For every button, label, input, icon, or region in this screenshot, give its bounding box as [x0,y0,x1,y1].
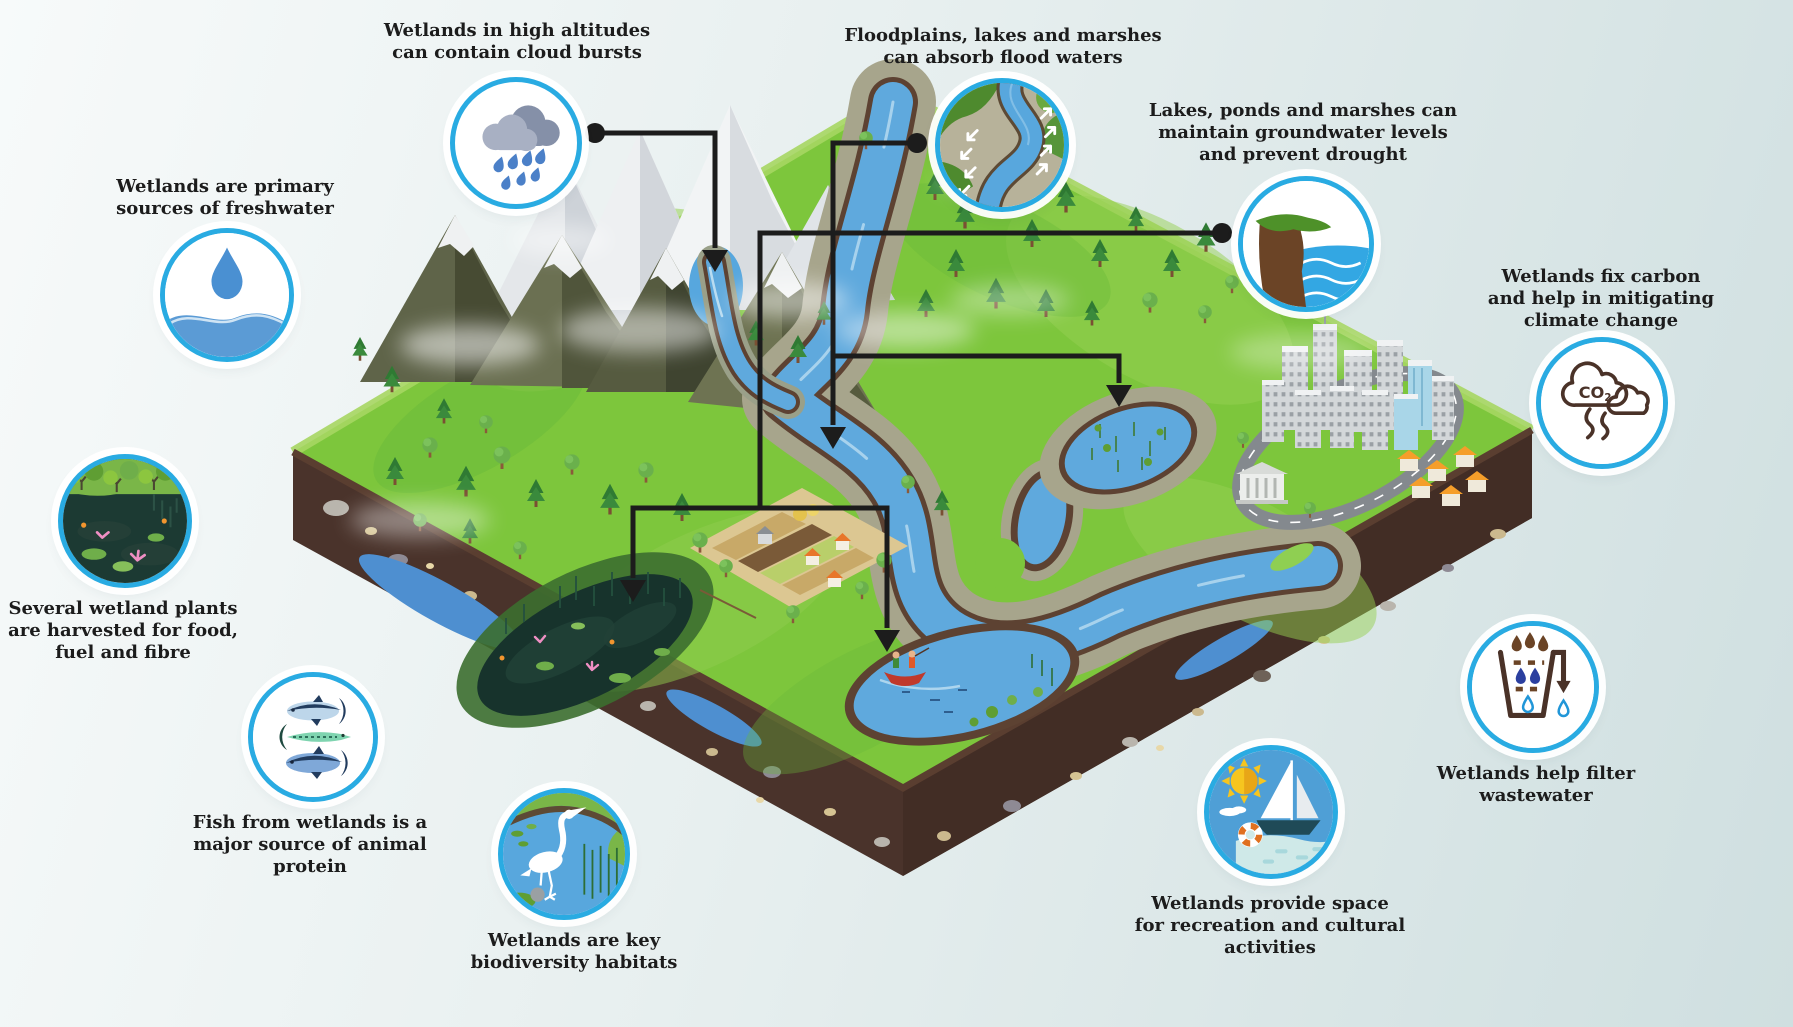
tuna-fish-bottom [286,746,348,779]
callout-circle-carbon: CO2 [1536,337,1668,469]
farm-houses [756,526,851,587]
city-buildings [1262,314,1454,450]
co2-cloud-icon: CO2 [1541,342,1663,464]
water-drop-icon [165,233,289,357]
callout-label-fish: Fish from wetlands is a major source of … [192,812,428,877]
callout-label-carbon: Wetlands fix carbon and help in mitigati… [1487,266,1715,331]
sailboat [1256,760,1321,835]
callout-label-cloud-bursts: Wetlands in high altitudes can contain c… [383,20,651,63]
callout-label-biodiversity: Wetlands are key biodiversity habitats [470,930,678,973]
wetland-plants-icon [63,459,187,583]
callout-label-recreation: Wetlands provide space for recreation an… [1134,893,1406,958]
fishing-boat [884,647,930,686]
classical-building [1236,462,1288,504]
waterfall-stream [689,245,805,419]
marsh-pond [1039,386,1217,510]
callout-circle-recreation [1204,745,1338,879]
fish-icon [253,677,373,797]
callout-circle-freshwater [160,228,294,362]
barracuda-fish-middle [279,724,351,750]
groundwater-lens [358,554,1273,747]
callout-circle-cloud-bursts [450,77,582,209]
city [1232,314,1489,530]
connector-groundwater [630,230,1222,628]
connector-lines [595,130,1222,628]
callout-circle-wastewater [1467,621,1599,753]
sun [1221,758,1267,804]
life-ring [1237,822,1263,848]
connector-cloud-bursts [595,130,718,248]
callout-circle-groundwater [1238,176,1374,312]
callout-label-freshwater: Wetlands are primary sources of freshwat… [116,176,334,219]
sailboat-icon [1209,750,1333,874]
fishing-pond [844,622,1080,746]
dark-wetland-pond [456,552,714,728]
callout-circle-wetland-plants [58,454,192,588]
callout-label-groundwater: Lakes, ponds and marshes can maintain gr… [1148,100,1458,165]
groundwater-level-icon [1243,181,1369,307]
connector-dots [585,123,1232,243]
callout-circle-fish [248,672,378,802]
svg-text:CO2: CO2 [1579,383,1612,404]
connector-floodplains [830,140,1122,425]
heron-icon [503,793,625,915]
callout-label-wetland-plants: Several wetland plants are harvested for… [8,598,238,663]
water-filter-icon [1472,626,1594,748]
mist-clouds [350,167,1370,538]
callout-circle-flood-absorption [935,78,1069,212]
farm-village [690,488,908,624]
floodplain-river-icon [940,83,1064,207]
tuna-fish-top [287,695,346,726]
callout-circle-biodiversity [498,788,630,920]
rain-cloud-icon [482,105,560,191]
orange-roof-houses [1397,446,1489,506]
callout-label-wastewater: Wetlands help filter wastewater [1436,763,1636,806]
heron [520,807,587,901]
callout-label-flood-absorption: Floodplains, lakes and marshes can absor… [844,25,1162,68]
